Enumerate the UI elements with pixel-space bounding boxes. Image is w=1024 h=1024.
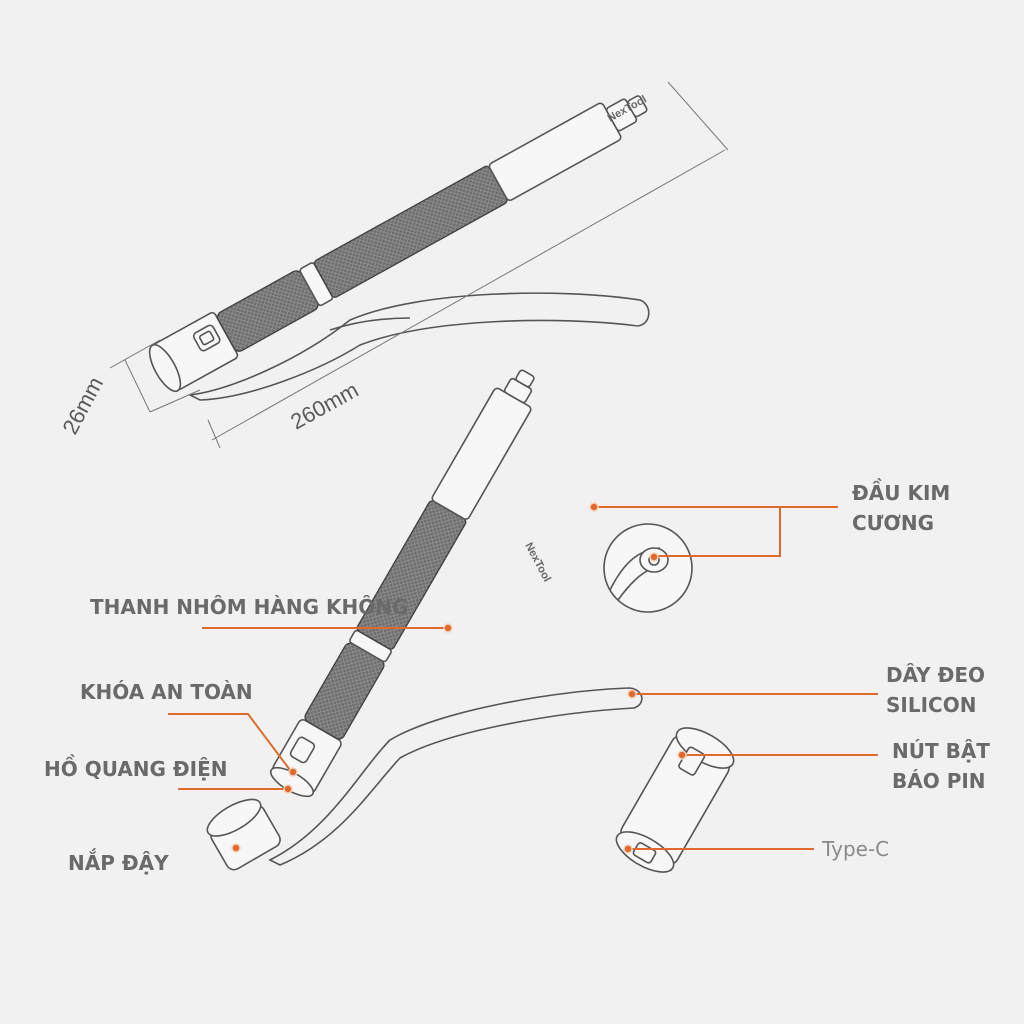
label-silicone-strap-line2: SILICON xyxy=(886,693,976,717)
dim-line-diameter xyxy=(109,339,201,413)
label-diamond-tip-line1: ĐẦU KIM xyxy=(852,479,950,505)
label-type-c: Type-C xyxy=(821,837,889,861)
label-cap: NẮP ĐẬY xyxy=(68,849,169,875)
dim-diameter-label: 26mm xyxy=(57,373,108,439)
tip-detail-illustration xyxy=(603,523,693,613)
lower-brand-text: NexTool xyxy=(522,541,553,584)
dim-length-label: 260mm xyxy=(286,377,362,434)
lower-strap xyxy=(268,687,643,866)
top-tool-illustration: NexTool 26mm 260mm xyxy=(57,81,729,449)
top-short-grip xyxy=(217,270,319,352)
top-long-grip xyxy=(313,165,508,298)
label-arc-lighter: HỒ QUANG ĐIỆN xyxy=(44,755,228,781)
lower-tool-illustration: NexTool xyxy=(206,369,735,873)
leader-safety-lock xyxy=(168,713,291,771)
top-strap xyxy=(187,292,650,401)
labels: ĐẦU KIM CƯƠNG THANH NHÔM HÀNG KHÔNG KHÓA… xyxy=(44,479,990,875)
leader-lines xyxy=(168,502,878,854)
label-silicone-strap-line1: DÂY ĐEO xyxy=(886,663,985,687)
label-battery-button-line2: BÁO PIN xyxy=(892,769,986,793)
label-safety-lock: KHÓA AN TOÀN xyxy=(80,680,253,704)
battery-detail-illustration xyxy=(615,727,735,873)
top-front-body xyxy=(488,102,622,202)
lower-front-body xyxy=(431,387,532,520)
top-safety-lock xyxy=(192,324,221,352)
label-battery-button-line1: NÚT BẬT xyxy=(892,739,990,763)
label-aluminum-body: THANH NHÔM HÀNG KHÔNG xyxy=(90,595,408,619)
cap-illustration xyxy=(206,798,281,871)
dim-line-length xyxy=(207,81,729,449)
label-diamond-tip-line2: CƯƠNG xyxy=(852,511,934,535)
